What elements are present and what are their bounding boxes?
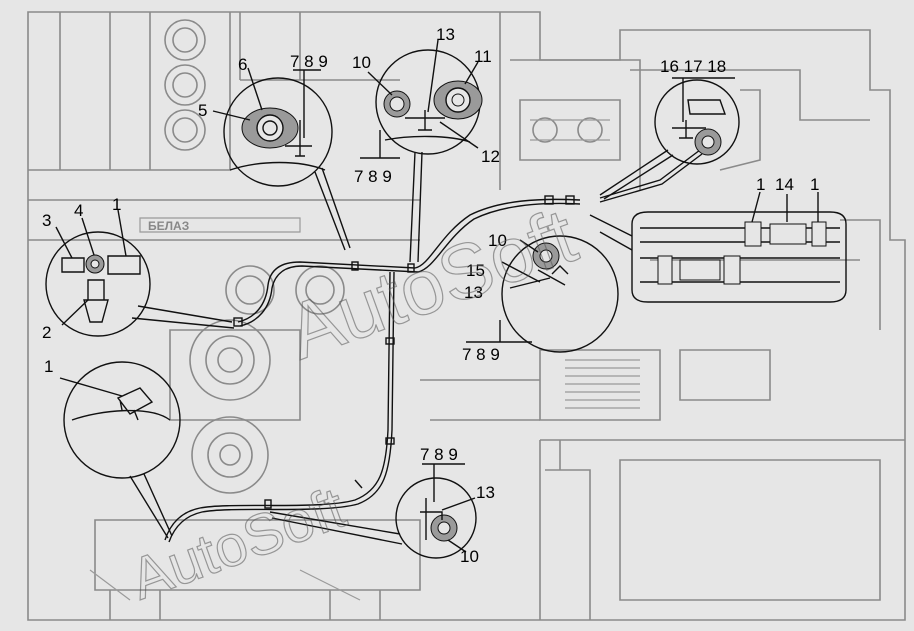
watermark-layer: AutoSoft AutoSoft xyxy=(122,190,588,613)
pipe-run xyxy=(164,149,703,543)
callout-left: 3 4 1 2 xyxy=(42,195,235,342)
label-1-d: 1 xyxy=(44,357,53,376)
callout-right-detail: 1 14 1 xyxy=(589,175,847,303)
label-10-b: 10 xyxy=(488,231,507,250)
label-10-a: 10 xyxy=(352,53,371,72)
label-3: 3 xyxy=(42,211,51,230)
callout-bottom-left: 1 xyxy=(44,357,181,539)
label-11: 11 xyxy=(474,47,492,66)
label-12: 12 xyxy=(481,147,500,166)
background-engine-drawing: БЕЛАЗ xyxy=(27,11,906,621)
callout-top-left: 5 6 7 8 9 xyxy=(198,52,351,251)
callout-top-middle: 10 13 11 12 7 8 9 xyxy=(352,25,500,263)
label-14: 14 xyxy=(775,175,794,194)
label-13-c: 13 xyxy=(476,483,495,502)
label-15: 15 xyxy=(466,261,485,280)
callout-bottom: 7 8 9 13 10 xyxy=(269,445,495,566)
label-16-17-18: 16 17 18 xyxy=(660,57,726,76)
label-7-8-9-b: 7 8 9 xyxy=(354,167,392,186)
label-1-a: 1 xyxy=(756,175,765,194)
label-1-b: 1 xyxy=(810,175,819,194)
label-13-b: 13 xyxy=(464,283,483,302)
label-1-c: 1 xyxy=(112,195,121,214)
watermark-text-2: AutoSoft xyxy=(122,475,353,612)
label-13-a: 13 xyxy=(436,25,455,44)
brand-plate-text: БЕЛАЗ xyxy=(148,219,189,233)
label-10-c: 10 xyxy=(460,547,479,566)
label-4: 4 xyxy=(74,201,83,220)
callout-top-right: 16 17 18 xyxy=(599,57,740,200)
label-7-8-9-a: 7 8 9 xyxy=(290,52,328,71)
label-7-8-9-d: 7 8 9 xyxy=(420,445,458,464)
callout-middle: 10 15 13 7 8 9 xyxy=(462,231,619,364)
label-6: 6 xyxy=(238,55,247,74)
label-5: 5 xyxy=(198,101,207,120)
label-7-8-9-c: 7 8 9 xyxy=(462,345,500,364)
label-2: 2 xyxy=(42,323,51,342)
